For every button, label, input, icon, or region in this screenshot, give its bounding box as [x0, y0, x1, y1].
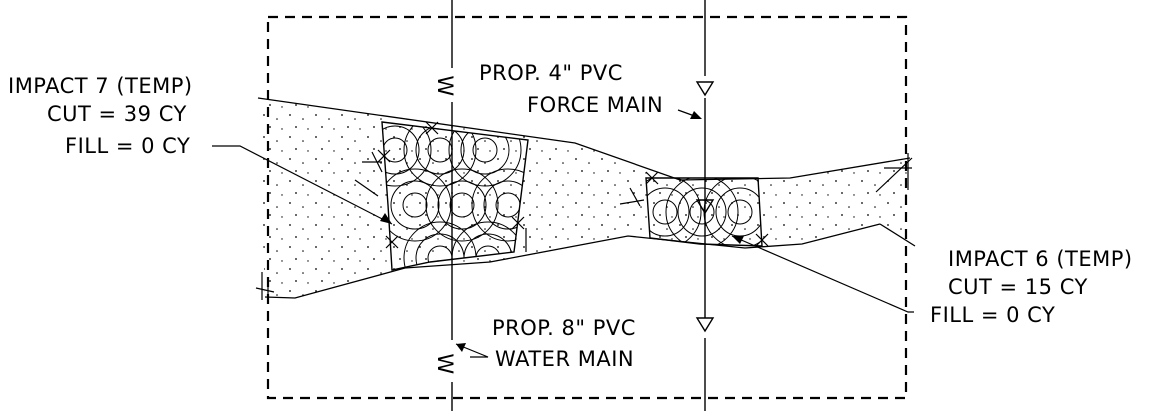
water-main-symbol-top: W [433, 75, 457, 96]
impact-6-fill: FILL = 0 CY [930, 303, 1055, 327]
force-main-label-line1: PROP. 4" PVC [479, 61, 623, 85]
impact-7-title: IMPACT 7 (TEMP) [8, 74, 193, 98]
water-main-label-line1: PROP. 8" PVC [492, 316, 636, 340]
force-main-label-line2: FORCE MAIN [527, 93, 663, 117]
water-main-label-line2: WATER MAIN [495, 347, 634, 371]
impact-7-fill: FILL = 0 CY [65, 134, 190, 158]
limit-tick-marks [255, 121, 913, 300]
bottom-bank-line [264, 223, 881, 299]
bank-extension [879, 223, 916, 247]
force-main-line [695, 0, 715, 411]
leader-arrowheads [380, 111, 744, 352]
impact-6-title: IMPACT 6 (TEMP) [948, 247, 1133, 271]
water-main-symbol-bottom: W [433, 353, 457, 374]
impact-7-cut: CUT = 39 CY [47, 102, 187, 126]
stream-channel-fill [258, 98, 910, 298]
impact-6-cut: CUT = 15 CY [948, 275, 1088, 299]
top-bank-line [257, 97, 911, 181]
